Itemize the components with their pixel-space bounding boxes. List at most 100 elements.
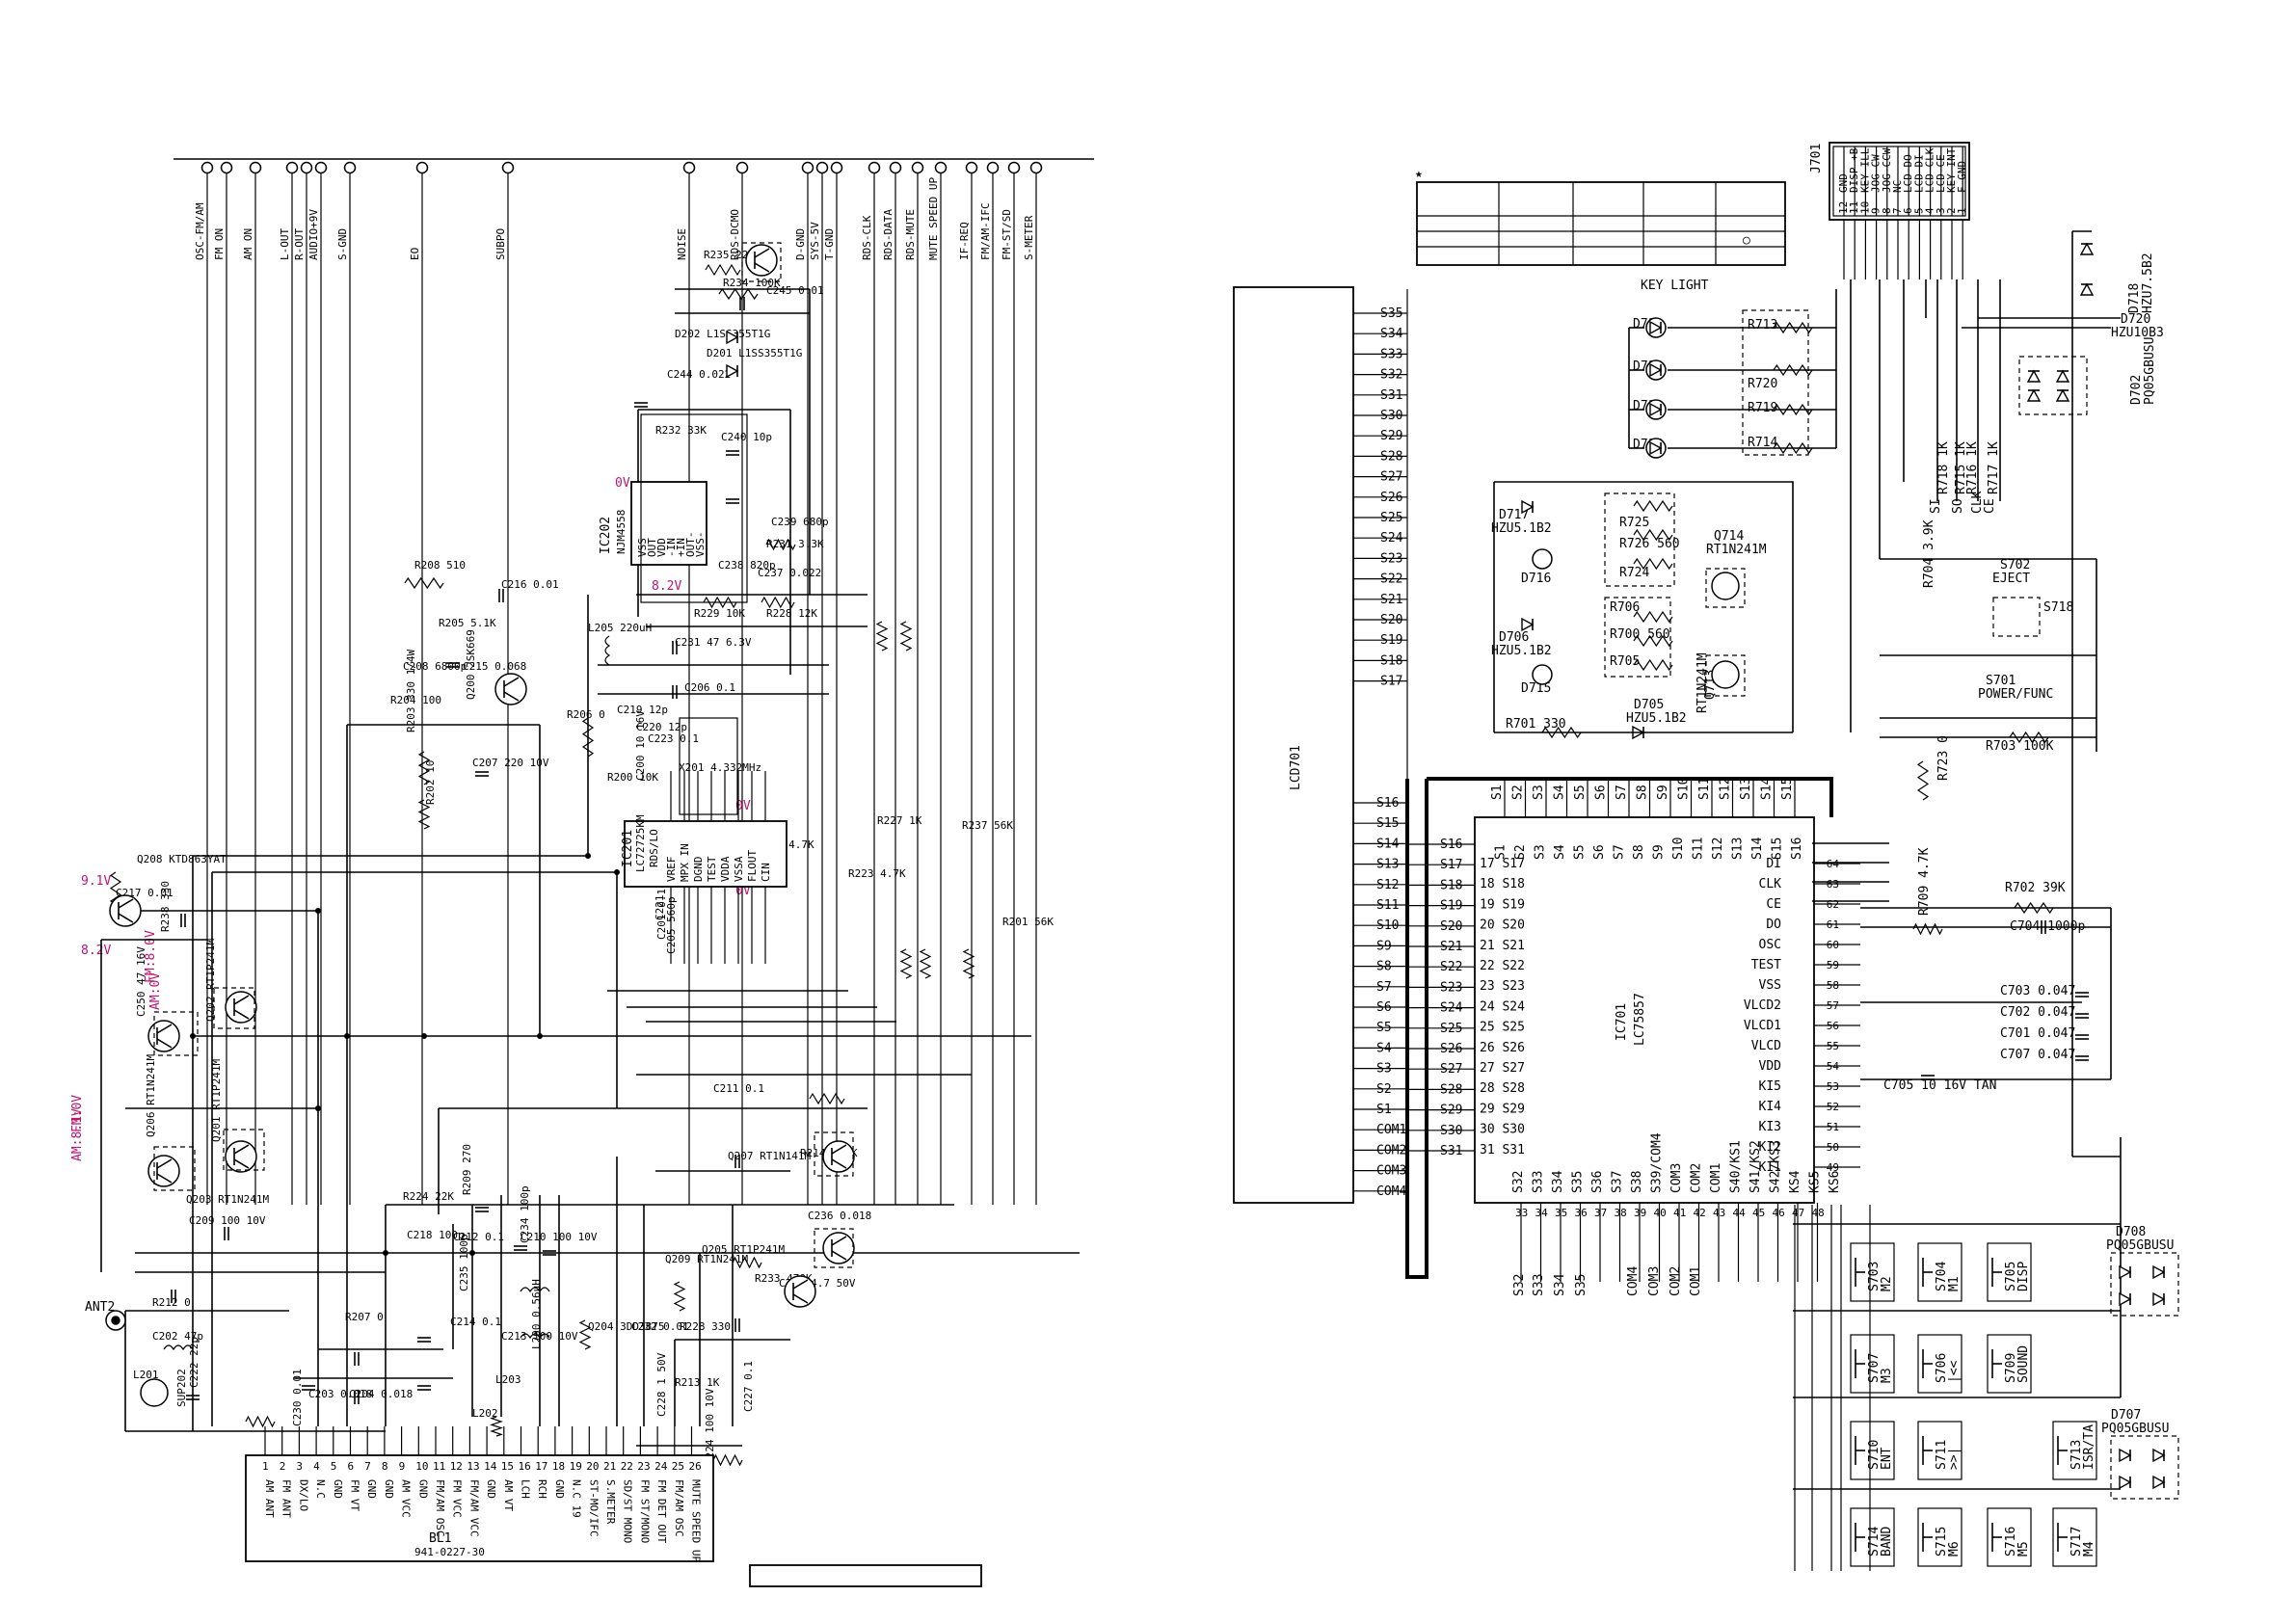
- part-label: C207 220 10V: [472, 757, 549, 769]
- resistor-symbol: [1633, 557, 1673, 571]
- tuner-ref: BL1: [429, 1531, 451, 1546]
- diode-symbol: [1521, 499, 1535, 515]
- part-label: Q208 KTD863YAT: [137, 853, 227, 865]
- switch-ref: S714: [1867, 1527, 1882, 1556]
- ic202-part: NJM4558: [615, 510, 627, 554]
- ic701-bottom-label: S37: [1611, 1171, 1625, 1193]
- part-label: HZU10B3: [2111, 326, 2164, 340]
- wire: [118, 898, 134, 909]
- ic701-bottom-num: 45: [1752, 1207, 1765, 1219]
- junction-dot: [614, 869, 620, 875]
- switch-outline: [1987, 1334, 2032, 1394]
- part-label: S718: [2043, 600, 2073, 615]
- ic701-bottom-num: 46: [1773, 1207, 1785, 1219]
- top-signal-label: AM ON: [242, 228, 254, 260]
- part-label: L202: [472, 1407, 498, 1420]
- top-pin-terminal: [501, 161, 515, 174]
- part-label: C209 100 10V: [189, 1214, 266, 1227]
- part-label: R723 0: [1936, 735, 1951, 781]
- part-label: R234 100K: [723, 277, 781, 289]
- tuner-pin-number: 7: [364, 1460, 371, 1473]
- switch-outline: [1987, 1242, 2032, 1302]
- tuner-pin-number: 22: [621, 1460, 633, 1473]
- resistor-symbol: [1633, 658, 1673, 672]
- ic202-pin-label: VSS-: [694, 532, 707, 558]
- j701-inner: [1832, 146, 1966, 217]
- lcd701-panel: LCD701S35S34S33S32S31S30S29S28S27S26S25S…: [1233, 286, 1408, 1205]
- switch-function: >>|: [1947, 1448, 1962, 1470]
- top-signal-label: IF-REQ: [958, 222, 971, 260]
- part-label: X201 4.332MHz: [679, 761, 761, 774]
- part-label: C244 0.022: [667, 368, 731, 381]
- ic701-left-pin: 17 S17: [1480, 857, 1525, 871]
- top-signal-label: FM-ST/SD: [1001, 209, 1013, 260]
- part-label: C228 1 50V: [655, 1352, 668, 1417]
- top-pin-terminal: [249, 161, 262, 174]
- ic701-bottom-num: 33: [1515, 1207, 1528, 1219]
- tuner-pin-number: 15: [501, 1460, 514, 1473]
- part-label: R705: [1610, 654, 1640, 669]
- wire: [503, 677, 520, 687]
- ic701-left-pin: 29 S29: [1480, 1102, 1525, 1116]
- wire: [156, 1024, 173, 1034]
- revision-table: ★ ○: [1415, 167, 1786, 266]
- inductor-symbol: [604, 635, 611, 666]
- part-label: R724: [1619, 566, 1649, 580]
- part-label: R204 100: [390, 694, 441, 706]
- tuner-pin-number: 4: [313, 1460, 320, 1473]
- part-label: C222 22p: [188, 1337, 200, 1388]
- ic701-bottom-label: S38: [1630, 1171, 1644, 1193]
- dashed-outline: [213, 987, 255, 1029]
- led-symbol: [1532, 548, 1553, 570]
- ic701-part: LC75857: [1633, 993, 1647, 1046]
- ic201-pin-label: VSSA: [733, 856, 745, 882]
- ic701-left-pin: 27 S27: [1480, 1061, 1525, 1076]
- switch-ref: S705: [2004, 1262, 2018, 1291]
- top-signal-label: AUDIO+9V: [307, 209, 320, 260]
- ic701-bottom-num: 47: [1792, 1207, 1804, 1219]
- resistor-symbol: [765, 538, 796, 551]
- voltage-label: AM:0V: [148, 972, 163, 1010]
- ic701-left-pin: 23 S23: [1480, 979, 1525, 994]
- top-signal-label: RDS-MUTE: [904, 209, 917, 260]
- title-block: [749, 1564, 982, 1587]
- switch-function: SOUND: [2016, 1345, 2031, 1383]
- part-label: R209 270: [461, 1144, 473, 1195]
- led-symbol: [1532, 664, 1553, 685]
- transistor-symbol: [109, 894, 142, 927]
- ic701-bottom-num: 39: [1634, 1207, 1646, 1219]
- switch-function: M6: [1947, 1541, 1962, 1556]
- part-label: D715: [1521, 681, 1551, 696]
- ic201-pin-label: FLOUT: [746, 850, 759, 882]
- resistor-symbol: [1633, 528, 1673, 542]
- ic701-right-pin: VDD: [1759, 1059, 1782, 1074]
- led-diode: [1649, 402, 1663, 417]
- ic202-pin-label: VDD: [655, 538, 668, 557]
- voltage-label: 8.2V: [652, 579, 681, 594]
- tuner-pin-label: DX/LO: [297, 1479, 309, 1511]
- resistor-symbol: [1773, 321, 1813, 334]
- top-pin-terminal: [1007, 161, 1021, 174]
- led-diode: [1649, 440, 1663, 456]
- tuner-pin-label: MUTE SPEED UP: [690, 1479, 703, 1562]
- part-label: R205 5.1K: [439, 617, 496, 629]
- part-label: C204 0.018: [349, 1388, 413, 1400]
- ic202-pin-label: -IN: [665, 538, 678, 557]
- part-label: D702: [2129, 375, 2144, 405]
- resistor-symbol: [761, 596, 795, 609]
- switch-outline: [2052, 1507, 2097, 1567]
- ic701-top-label: S2: [1511, 785, 1526, 800]
- ic701-right-pin: KI1: [1759, 1160, 1781, 1175]
- resistor-symbol: [245, 1415, 276, 1428]
- part-label: PQ05GBUSU: [2143, 337, 2157, 405]
- ic701-right-pin: KI5: [1759, 1079, 1781, 1094]
- dashed-outline: [223, 1129, 265, 1171]
- tuner-pin-number: 24: [654, 1460, 668, 1473]
- top-pin-terminal: [889, 161, 902, 174]
- top-pin-terminal: [343, 161, 357, 174]
- part-label: C234 100p: [519, 1185, 531, 1243]
- top-pin-terminal: [415, 161, 429, 174]
- transistor-symbol: [784, 1275, 816, 1308]
